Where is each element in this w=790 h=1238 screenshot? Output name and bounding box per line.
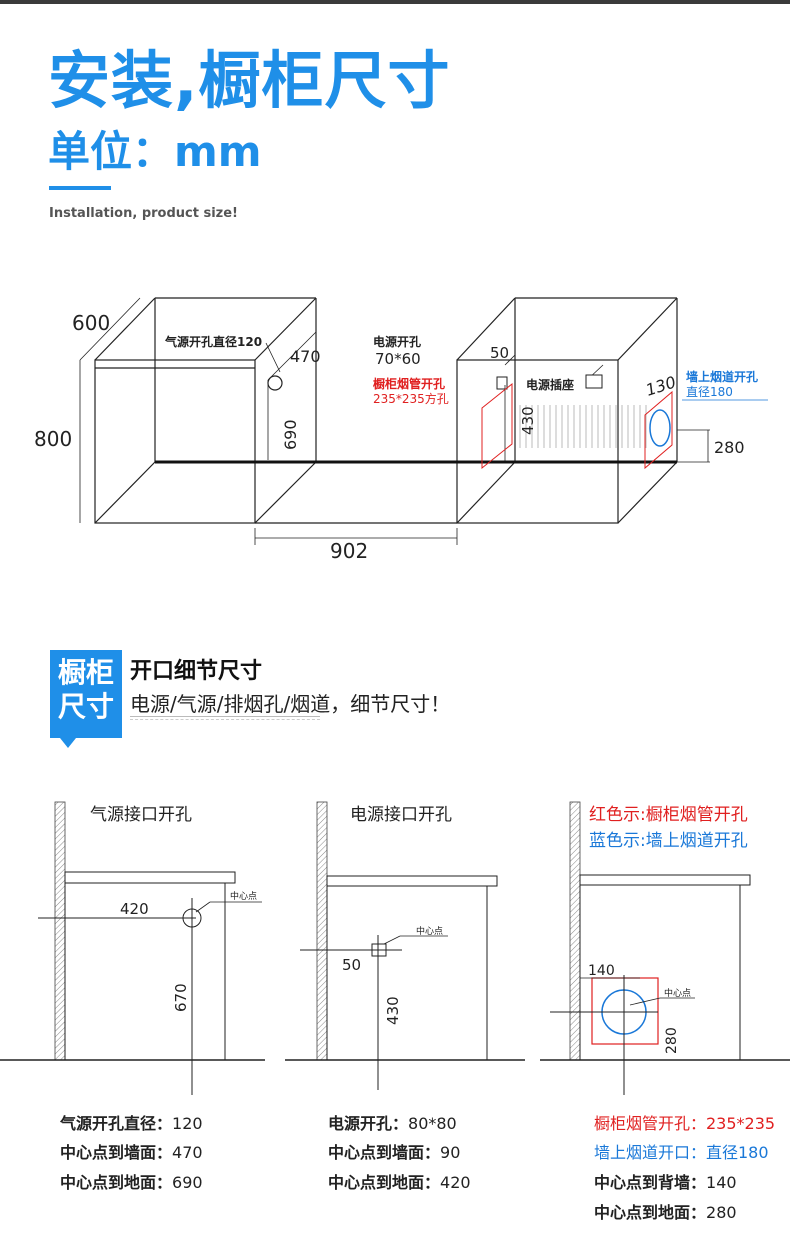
dim-600: 600 xyxy=(72,311,110,335)
gas-horizontal-dim: 420 xyxy=(120,900,149,918)
pipe-spec-1: 中心点到背墙：140 xyxy=(594,1173,737,1192)
pipe-vertical-dim: 280 xyxy=(664,1027,680,1054)
dim-50: 50 xyxy=(490,344,509,362)
pipe-spec-blue: 墙上烟道开口：直径180 xyxy=(594,1143,769,1162)
dim-800: 800 xyxy=(34,427,72,451)
pipe-legend-red: 红色示:橱柜烟管开孔 xyxy=(589,805,748,825)
power-title: 电源接口开孔 xyxy=(350,805,452,825)
pipe-hole-size: 235*235方孔 xyxy=(373,391,449,406)
badge-line2: 尺寸 xyxy=(57,690,114,723)
gas-vertical-dim: 670 xyxy=(172,983,190,1012)
gas-detail: 气源接口开孔 420 670 中心点 xyxy=(0,801,265,1095)
wall-hole-diameter: 直径180 xyxy=(686,385,733,399)
dim-902: 902 xyxy=(330,539,368,563)
pipe-detail: 红色示:橱柜烟管开孔 蓝色示:墙上烟道开孔 140 280 中心点 xyxy=(540,801,790,1095)
dim-690: 690 xyxy=(281,419,300,450)
pipe-spec-red: 橱柜烟管开孔：235*235 xyxy=(594,1114,776,1133)
socket-label: 电源插座 xyxy=(526,377,574,392)
section-subtitle: 电源/气源/排烟孔/烟道，细节尺寸！ xyxy=(130,692,451,716)
pipe-horizontal-dim: 140 xyxy=(588,963,615,979)
pipe-center-label: 中心点 xyxy=(664,987,691,999)
power-spec-3: 中心点到地面：420 xyxy=(328,1173,471,1192)
dim-130: 130 xyxy=(643,372,678,400)
power-spec-1: 电源开孔：80*80 xyxy=(328,1114,457,1133)
dim-470: 470 xyxy=(290,347,321,366)
gas-hole-label: 气源开孔直径120 xyxy=(164,334,262,349)
power-detail: 电源接口开孔 50 430 中心点 xyxy=(285,801,525,1090)
section-title: 开口细节尺寸 xyxy=(130,659,263,684)
section-divider xyxy=(130,716,320,717)
gas-spec-1: 气源开孔直径：120 xyxy=(60,1114,203,1133)
top-bar xyxy=(0,0,790,4)
gas-center-label: 中心点 xyxy=(230,890,257,902)
badge-line1: 橱柜 xyxy=(57,656,114,689)
title-underline xyxy=(49,186,111,190)
dim-430: 430 xyxy=(519,406,537,435)
section-divider-dotted xyxy=(130,719,320,721)
gas-title: 气源接口开孔 xyxy=(90,805,192,825)
page-subtitle: Installation, product size! xyxy=(49,206,238,221)
power-hole-size: 70*60 xyxy=(375,350,421,368)
power-spec-2: 中心点到墙面：90 xyxy=(328,1143,461,1162)
page-title: 安装,橱柜尺寸 xyxy=(48,44,451,117)
power-vertical-dim: 430 xyxy=(384,996,402,1025)
power-center-label: 中心点 xyxy=(416,925,443,937)
unit-label: 单位：mm xyxy=(48,127,262,176)
pipe-legend-blue: 蓝色示:墙上烟道开孔 xyxy=(589,831,748,851)
gas-spec-3: 中心点到地面：690 xyxy=(60,1173,203,1192)
wall-hole-label: 墙上烟道开孔 xyxy=(686,369,758,384)
gas-spec-2: 中心点到墙面：470 xyxy=(60,1143,203,1162)
cabinet-drawing: 600 800 902 气源开孔直径120 470 690 电源开孔 70*60… xyxy=(34,297,768,563)
power-horizontal-dim: 50 xyxy=(342,956,361,974)
pipe-spec-2: 中心点到地面：280 xyxy=(594,1203,737,1222)
dim-280: 280 xyxy=(714,438,745,457)
pipe-hole-label: 橱柜烟管开孔 xyxy=(373,376,445,391)
power-hole-label: 电源开孔 xyxy=(373,334,421,349)
section-badge: 橱柜 尺寸 xyxy=(50,650,122,748)
